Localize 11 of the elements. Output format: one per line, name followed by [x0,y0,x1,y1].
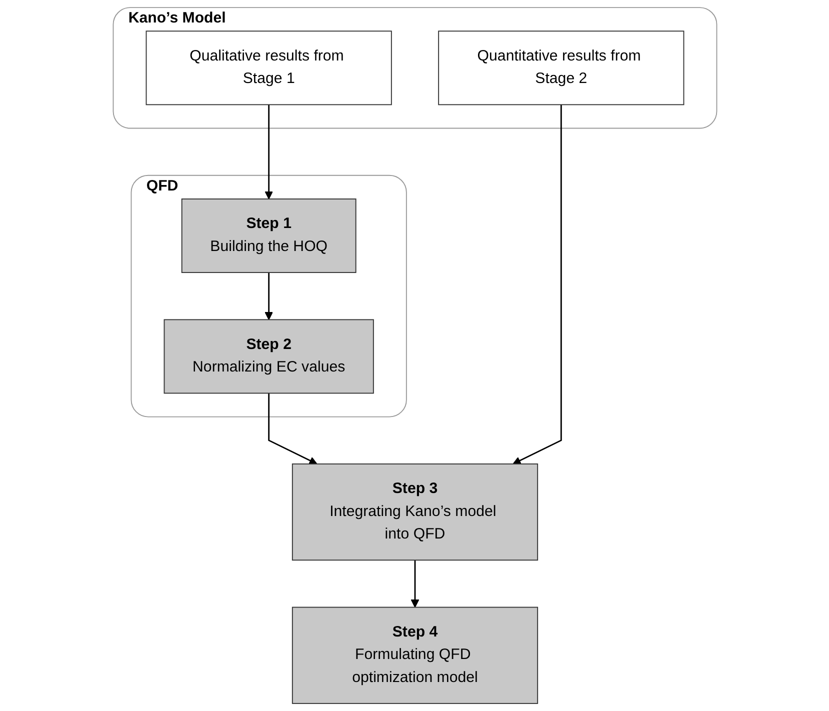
node-box: Step 4 Formulating QFD optimization model [291,606,538,704]
node-box: Step 1 Building the HOQ [180,198,356,273]
arrow [512,104,562,464]
arrow [268,393,317,464]
node-box: Step 3 Integrating Kano’s model into QFD [291,463,538,561]
arrow [264,272,272,320]
node-box: Quantitative results from Stage 2 [438,30,684,106]
node-box: Step 2 Normalizing EC values [163,319,374,394]
node-box: Qualitative results from Stage 1 [145,30,392,106]
arrow [264,104,272,200]
arrow [410,560,419,608]
